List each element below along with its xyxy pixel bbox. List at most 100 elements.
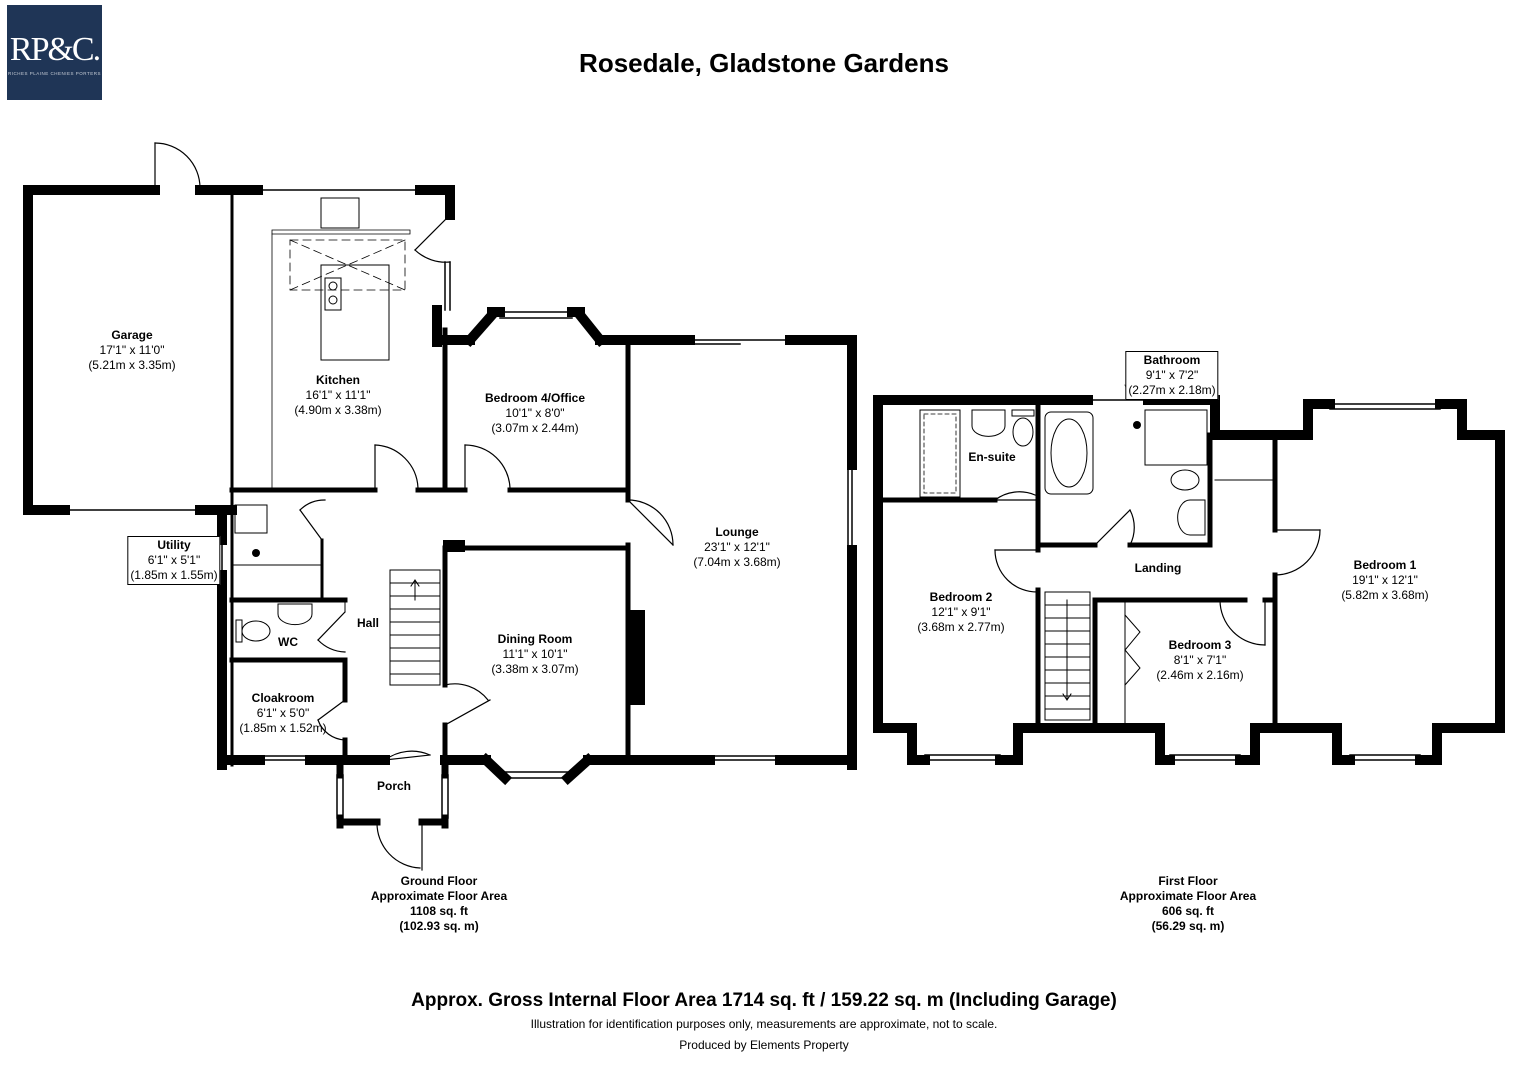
floor-area-sqm: (102.93 sq. m) [399, 919, 479, 933]
front-door [384, 750, 431, 761]
room-size-metric: (5.21m x 3.35m) [88, 358, 176, 372]
room-size-metric: (3.68m x 2.77m) [917, 620, 1005, 634]
room-size-imperial: 16'1" x 11'1" [305, 388, 371, 402]
bedroom3-wardrobe [1124, 599, 1141, 729]
room-label-cloakroom: Cloakroom 6'1" x 5'0" (1.85m x 1.52m) [239, 691, 326, 736]
company-logo: RP&C. RICHES PLAINE CHENIES PORTERS [7, 5, 102, 100]
room-size-imperial: 23'1" x 12'1" [704, 540, 770, 554]
room-label-garage: Garage 17'1" x 11'0" (5.21m x 3.35m) [88, 328, 175, 373]
disclaimer: Illustration for identification purposes… [530, 1017, 998, 1031]
bedroom4-door [464, 444, 511, 491]
room-size-imperial: 6'1" x 5'1" [147, 553, 201, 567]
bedroom3-door [1219, 599, 1266, 646]
ensuite-toilet [1012, 417, 1034, 447]
wc-toilet [241, 620, 271, 642]
room-name: En-suite [968, 450, 1016, 464]
first-floor-outer-walls [873, 395, 1505, 765]
cloakroom-door [317, 699, 346, 741]
floor-area-label: Approximate Floor Area [370, 889, 508, 903]
floor-area-sqft: 1108 sq. ft [409, 904, 469, 918]
utility-boiler [252, 549, 260, 557]
room-name: Bedroom 3 [1168, 638, 1232, 652]
room-size-metric: (2.46m x 2.16m) [1156, 668, 1244, 682]
room-label-bathroom: Bathroom 9'1" x 7'2" (2.27m x 2.18m) [1125, 351, 1219, 400]
room-name: Lounge [715, 525, 759, 539]
room-size-imperial: 11'1" x 10'1" [502, 647, 568, 661]
first-floor-stairs [1044, 591, 1091, 721]
room-size-metric: (3.07m x 2.44m) [491, 421, 579, 435]
floor-name: First Floor [1158, 874, 1218, 888]
bedroom2-door [994, 549, 1039, 593]
ensuite-shower [919, 409, 961, 498]
room-label-porch: Porch [377, 779, 411, 794]
wc-basin [277, 603, 313, 626]
room-label-kitchen: Kitchen 16'1" x 11'1" (4.90m x 3.38m) [294, 373, 381, 418]
room-name: Porch [376, 779, 412, 793]
first-floor-summary: First Floor Approximate Floor Area 606 s… [1120, 874, 1256, 934]
bathroom-door [1094, 509, 1135, 546]
kitchen-back-door [414, 214, 451, 263]
room-name: Kitchen [315, 373, 360, 387]
gross-floor-area: Approx. Gross Internal Floor Area 1714 s… [411, 990, 1117, 1011]
ground-floor-summary: Ground Floor Approximate Floor Area 1108… [371, 874, 507, 934]
bathroom-basin [1177, 499, 1206, 536]
room-name: Utility [157, 538, 191, 552]
ensuite-door [994, 491, 1036, 501]
logo-tagline: RICHES PLAINE CHENIES PORTERS [8, 71, 101, 76]
room-label-utility: Utility 6'1" x 5'1" (1.85m x 1.55m) [127, 536, 221, 585]
dining-door [444, 683, 491, 726]
page-title: Rosedale, Gladstone Gardens [579, 48, 949, 78]
utility-door [299, 499, 326, 541]
bath [1044, 411, 1094, 495]
room-size-metric: (3.38m x 3.07m) [491, 662, 579, 676]
ground-stairs [389, 569, 441, 686]
room-name: Bathroom [1143, 353, 1201, 367]
room-label-bedroom-1: Bedroom 1 19'1" x 12'1" (5.82m x 3.68m) [1341, 558, 1428, 603]
room-size-metric: (5.82m x 3.68m) [1341, 588, 1429, 602]
room-size-imperial: 10'1" x 8'0" [505, 406, 565, 420]
floor-area-sqft: 606 sq. ft [1161, 904, 1215, 918]
room-label-bedroom-3: Bedroom 3 8'1" x 7'1" (2.46m x 2.16m) [1156, 638, 1243, 683]
room-size-imperial: 6'1" x 5'0" [256, 706, 310, 720]
room-name: Landing [1134, 561, 1182, 575]
room-label-dining-room: Dining Room 11'1" x 10'1" (3.38m x 3.07m… [491, 632, 578, 677]
room-size-imperial: 17'1" x 11'0" [99, 343, 165, 357]
logo-mark: RP&C. [9, 31, 101, 68]
room-name: Bedroom 1 [1353, 558, 1417, 572]
hob [324, 277, 342, 311]
porch-door [376, 821, 423, 871]
room-label-hall: Hall [357, 616, 379, 631]
garage-side-door [154, 142, 201, 191]
bedroom1-door [1274, 529, 1321, 576]
wc-door [317, 611, 346, 653]
room-size-metric: (7.04m x 3.68m) [693, 555, 781, 569]
lounge-door [627, 499, 674, 546]
kitchen-sink [320, 197, 360, 229]
room-name: Cloakroom [251, 691, 315, 705]
room-size-metric: (1.85m x 1.52m) [239, 721, 327, 735]
room-label-lounge: Lounge 23'1" x 12'1" (7.04m x 3.68m) [693, 525, 780, 570]
kitchen-island [320, 264, 390, 361]
utility-sink [234, 504, 268, 534]
room-size-metric: (2.27m x 2.18m) [1128, 383, 1216, 397]
floor-name: Ground Floor [400, 874, 478, 888]
room-name: Hall [356, 616, 380, 630]
fireplace [629, 610, 645, 705]
room-size-imperial: 9'1" x 7'2" [1145, 368, 1199, 382]
bathroom-toilet [1170, 469, 1200, 491]
kitchen-door [374, 444, 419, 491]
room-size-metric: (4.90m x 3.38m) [294, 403, 382, 417]
room-name: Garage [111, 328, 153, 342]
floor-area-label: Approximate Floor Area [1119, 889, 1257, 903]
room-label-wc: WC [278, 635, 298, 650]
room-name: WC [278, 635, 298, 649]
bathroom-shower [1144, 409, 1208, 466]
ensuite-basin [971, 409, 1006, 437]
room-size-imperial: 12'1" x 9'1" [931, 605, 991, 619]
floor-area-sqm: (56.29 sq. m) [1151, 919, 1225, 933]
room-name: Dining Room [497, 632, 573, 646]
room-size-imperial: 8'1" x 7'1" [1173, 653, 1227, 667]
producer-credit: Produced by Elements Property [679, 1038, 849, 1052]
room-label-landing: Landing [1135, 561, 1182, 576]
